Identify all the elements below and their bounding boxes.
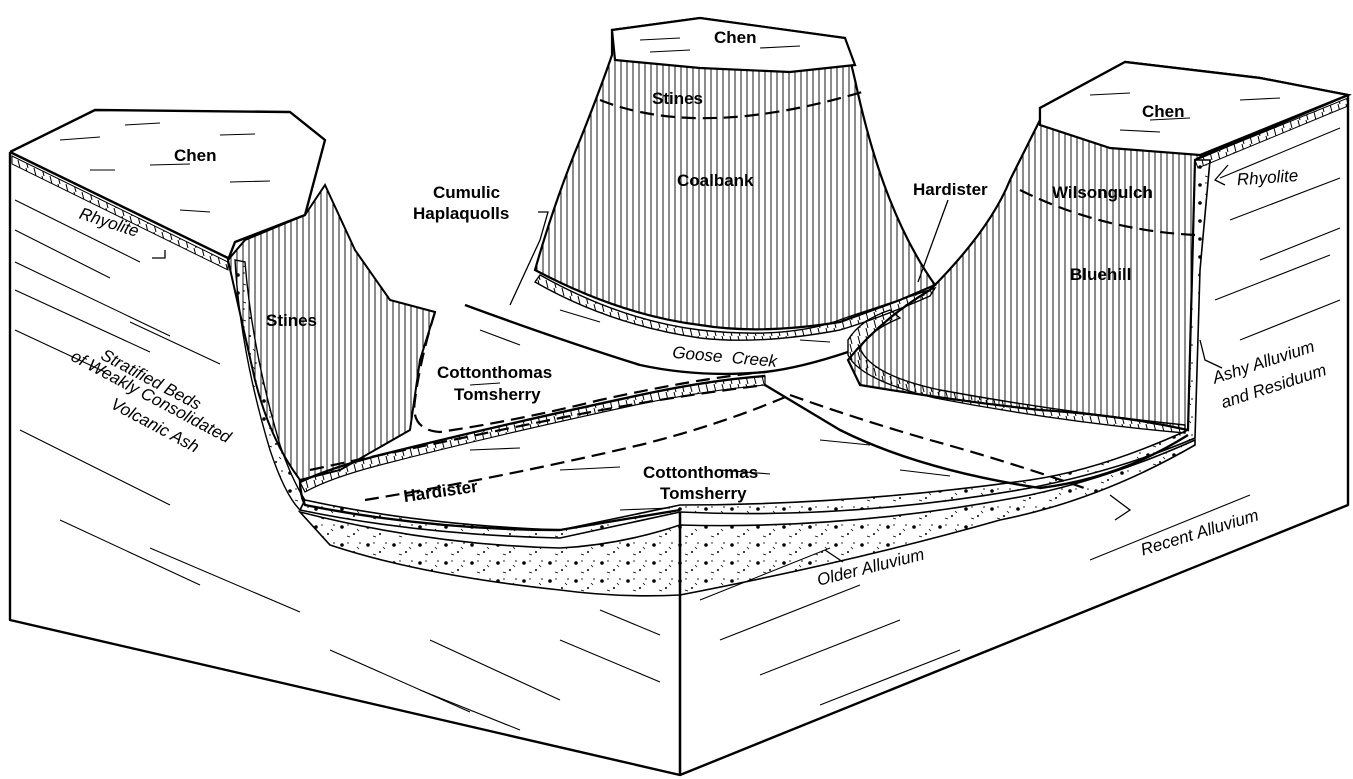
label-coalbank: Coalbank: [677, 171, 754, 190]
label-chen-right: Chen: [1142, 102, 1185, 121]
label-cottonthomas-lower: Cottonthomas: [643, 463, 758, 482]
left-slope: [228, 185, 435, 480]
label-chen-left: Chen: [174, 146, 217, 165]
label-wilsongulch: Wilsongulch: [1052, 183, 1153, 202]
label-stines-center: Stines: [652, 89, 703, 108]
label-hardister-upper: Hardister: [913, 180, 988, 199]
label-cumulic-1: Cumulic: [433, 183, 500, 202]
label-cottonthomas-upper: Cottonthomas: [437, 363, 552, 382]
label-bluehill: Bluehill: [1070, 265, 1131, 284]
label-chen-center: Chen: [714, 28, 757, 47]
label-stines-left: Stines: [266, 311, 317, 330]
label-tomsherry-lower: Tomsherry: [660, 484, 747, 503]
label-cumulic-2: Haplaquolls: [413, 204, 509, 223]
label-tomsherry-upper: Tomsherry: [454, 385, 541, 404]
label-rhyolite-right: Rhyolite: [1236, 166, 1299, 189]
label-goose-creek: Goose Creek: [672, 343, 780, 371]
label-hardister-lower: Hardister: [402, 477, 479, 506]
